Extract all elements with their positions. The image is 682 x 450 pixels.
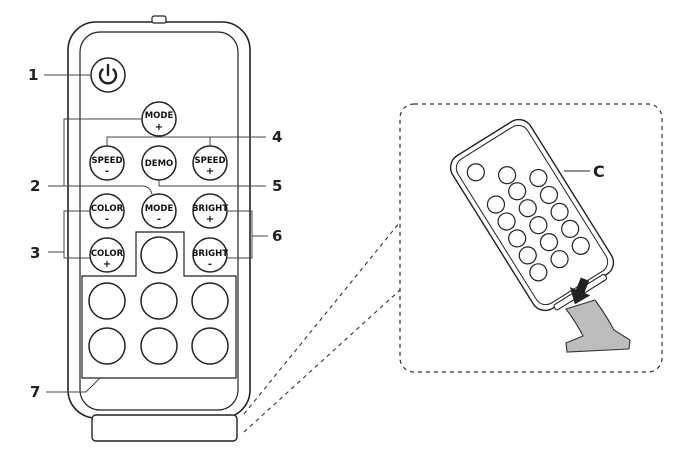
callout-7: 7 bbox=[30, 383, 40, 401]
bright-plus-label: BRIGHT bbox=[192, 204, 228, 214]
color-plus-button[interactable]: COLOR + bbox=[89, 237, 125, 273]
demo-button[interactable]: DEMO bbox=[141, 145, 177, 181]
bright-plus-sign: + bbox=[206, 214, 214, 225]
remote-small bbox=[449, 118, 615, 312]
callout-6: 6 bbox=[272, 227, 282, 245]
color-minus-sign: - bbox=[105, 214, 109, 225]
remote-large: MODE + SPEED - DEMO SPEED + COLOR - MODE… bbox=[28, 15, 282, 442]
mode-plus-label: MODE bbox=[145, 111, 174, 121]
battery-pull-tab bbox=[565, 299, 631, 353]
detail-panel: C bbox=[399, 103, 663, 373]
zoom-line-upper bbox=[243, 221, 401, 415]
color-minus-label: COLOR bbox=[91, 204, 124, 214]
custom-button[interactable] bbox=[140, 327, 178, 365]
custom-button[interactable] bbox=[88, 327, 126, 365]
battery-tray bbox=[91, 414, 238, 442]
color-plus-label: COLOR bbox=[91, 249, 124, 259]
demo-label: DEMO bbox=[145, 159, 174, 169]
mode-minus-button[interactable]: MODE - bbox=[141, 193, 177, 229]
custom-button[interactable] bbox=[140, 282, 178, 320]
custom-button[interactable] bbox=[191, 327, 229, 365]
bright-plus-button[interactable]: BRIGHT + bbox=[192, 193, 228, 229]
power-icon bbox=[98, 63, 118, 85]
bracket-group-6 bbox=[227, 210, 253, 259]
callout-5: 5 bbox=[272, 177, 282, 195]
mode-plus-sign: + bbox=[155, 122, 163, 133]
bright-minus-button[interactable]: BRIGHT - bbox=[192, 237, 228, 273]
bracket-group-4 bbox=[106, 136, 211, 146]
speed-minus-label: SPEED bbox=[91, 156, 122, 166]
mode-minus-sign: - bbox=[157, 214, 161, 225]
power-button[interactable] bbox=[90, 57, 126, 93]
bracket-group-2 bbox=[63, 118, 153, 195]
color-plus-sign: + bbox=[103, 259, 111, 270]
speed-plus-sign: + bbox=[206, 166, 214, 177]
callout-4: 4 bbox=[272, 128, 282, 146]
custom-button-top[interactable] bbox=[140, 236, 178, 274]
leader-7 bbox=[46, 377, 101, 393]
speed-minus-sign: - bbox=[105, 166, 109, 177]
callout-1: 1 bbox=[28, 66, 38, 84]
bracket-group-3 bbox=[63, 210, 90, 259]
callout-c: C bbox=[593, 162, 605, 181]
bright-minus-label: BRIGHT bbox=[192, 249, 228, 259]
custom-color-group-outline bbox=[81, 231, 237, 379]
zoom-line-lower bbox=[243, 289, 401, 433]
bracket-group-5 bbox=[158, 180, 266, 187]
speed-plus-label: SPEED bbox=[194, 156, 225, 166]
callout-2: 2 bbox=[30, 177, 40, 195]
down-arrow-icon bbox=[569, 277, 591, 305]
custom-button[interactable] bbox=[88, 282, 126, 320]
speed-minus-button[interactable]: SPEED - bbox=[89, 145, 125, 181]
mode-plus-button[interactable]: MODE + bbox=[141, 101, 177, 137]
mode-minus-label: MODE bbox=[145, 204, 174, 214]
remote-top-notch bbox=[151, 15, 167, 24]
color-minus-button[interactable]: COLOR - bbox=[89, 193, 125, 229]
bright-minus-sign: - bbox=[208, 259, 212, 270]
speed-plus-button[interactable]: SPEED + bbox=[192, 145, 228, 181]
custom-button[interactable] bbox=[191, 282, 229, 320]
callout-3: 3 bbox=[30, 244, 40, 262]
